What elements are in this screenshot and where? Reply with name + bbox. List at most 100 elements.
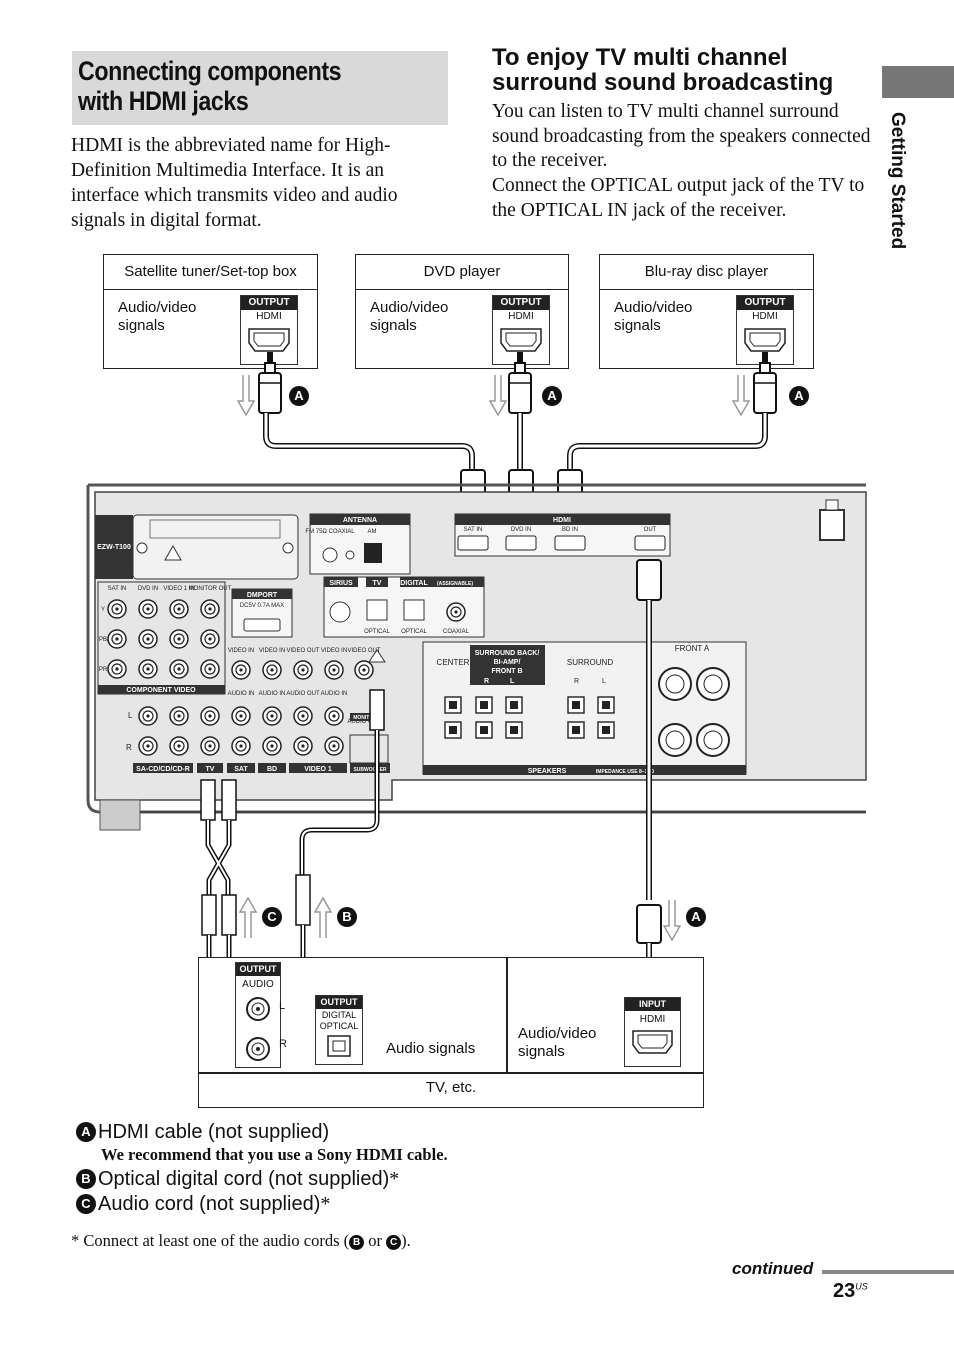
svg-text:L: L <box>510 678 515 685</box>
tv-surround-paragraph-2: Connect the OPTICAL output jack of the T… <box>492 175 865 221</box>
device-name: Blu-ray disc player <box>600 255 813 290</box>
cable-a-marker: A <box>289 386 309 406</box>
assignable-label: (ASSIGNABLE) <box>437 581 473 587</box>
group-video1-label: VIDEO 1 <box>304 766 332 773</box>
port-name: AUDIO <box>242 979 274 990</box>
fm-label: FM 75Ω COAXIAL <box>305 529 355 535</box>
tv-box-name: TV, etc. <box>425 1079 477 1096</box>
svg-text:AUDIO OUT: AUDIO OUT <box>347 719 381 725</box>
port-name: HDMI <box>752 311 778 322</box>
port-name: DIGITAL OPTICAL <box>319 1010 359 1031</box>
svg-text:SAT IN: SAT IN <box>464 527 483 533</box>
hdmi-output-port: OUTPUT HDMI <box>736 295 794 365</box>
port-label: OUTPUT <box>241 296 297 310</box>
svg-text:VIDEO OUT: VIDEO OUT <box>347 648 380 654</box>
arrow-down-icon <box>489 374 507 416</box>
port-label: OUTPUT <box>316 996 362 1009</box>
arrow-down-icon <box>237 374 255 416</box>
tv-box: TV, etc. OUTPUT AUDIO L R OUTPUT DIGITAL… <box>198 957 704 1108</box>
arrow-up-icon <box>314 897 332 939</box>
sirius-label: SIRIUS <box>329 580 353 587</box>
group-sacd-label: SA-CD/CD/CD-R <box>136 766 190 773</box>
svg-text:DVD IN: DVD IN <box>511 527 531 533</box>
hdmi-jack-icon <box>632 1030 673 1054</box>
tv-surround-heading: To enjoy TV multi channel surround sound… <box>492 44 834 96</box>
svg-text:R: R <box>574 678 579 685</box>
svg-text:AUDIO OUT: AUDIO OUT <box>286 691 320 697</box>
speakers-label: SPEAKERS <box>528 768 567 775</box>
svg-text:L: L <box>128 711 133 720</box>
svg-text:Y: Y <box>101 607 105 613</box>
component-video-jacks: SAT IN DVD IN VIDEO 1 IN MONITOR OUT Y P… <box>99 586 232 679</box>
hdmi-cable-tv <box>636 559 681 995</box>
optical-jack-icon <box>327 1035 351 1057</box>
svg-text:AUDIO IN: AUDIO IN <box>321 691 348 697</box>
device-signal: Audio/video signals <box>370 299 449 334</box>
svg-text:R: R <box>484 678 489 685</box>
tv-av-signals-label: Audio/video signals <box>518 1025 597 1060</box>
legend-a-icon: A <box>76 1122 96 1142</box>
svg-text:R: R <box>126 743 132 752</box>
asterisk: * <box>389 1168 400 1190</box>
continued-label: continued <box>732 1259 814 1278</box>
device-name: Satellite tuner/Set-top box <box>104 255 317 290</box>
impedance-label: IMPEDANCE USE 8–16Ω <box>596 769 654 775</box>
footnote-text: * Connect at least one of the audio cord… <box>71 1231 350 1250</box>
asterisk: * <box>320 1193 331 1215</box>
svg-text:VIDEO IN: VIDEO IN <box>228 648 254 654</box>
group-sat-label: SAT <box>234 766 248 773</box>
cable-a-marker: A <box>542 386 562 406</box>
svg-text:AUDIO IN: AUDIO IN <box>259 691 286 697</box>
receiver-rear-panel: EZW-T100 ANTENNA FM 75Ω COAXIAL AM HDMI … <box>86 483 867 831</box>
center-label: CENTER <box>437 658 470 667</box>
port-name: HDMI <box>256 311 282 322</box>
svg-text:AUDIO IN: AUDIO IN <box>228 691 255 697</box>
port-name: HDMI <box>508 311 534 322</box>
rca-jack-icon <box>246 997 270 1061</box>
svg-text:VIDEO IN: VIDEO IN <box>259 648 285 654</box>
group-tv-label: TV <box>206 766 215 773</box>
device-box-dvd: DVD player Audio/video signals OUTPUT HD… <box>355 254 569 369</box>
surround-back-label: SURROUND BACK/ <box>475 650 540 657</box>
device-box-bluray: Blu-ray disc player Audio/video signals … <box>599 254 814 369</box>
cable-a-marker: A <box>789 386 809 406</box>
footnote: * Connect at least one of the audio cord… <box>71 1231 411 1251</box>
footnote-b-icon: B <box>349 1235 365 1250</box>
tv-optical-label: OPTICAL <box>364 629 390 635</box>
svg-text:BD IN: BD IN <box>562 527 578 533</box>
model-label: EZW-T100 <box>97 544 131 551</box>
dmport-power-label: DC5V 0.7A MAX <box>240 603 284 609</box>
tv-hdmi-input-port: INPUT HDMI <box>624 997 681 1067</box>
port-label: OUTPUT <box>737 296 793 310</box>
footnote-text: or <box>364 1231 387 1250</box>
surround-label: SURROUND <box>567 658 613 667</box>
arrow-up-icon <box>239 897 257 939</box>
port-name: HDMI <box>639 1014 666 1025</box>
digital-label: DIGITAL <box>400 580 428 587</box>
legend-a-text: HDMI cable (not supplied) <box>98 1121 330 1143</box>
hdmi-cable-bluray <box>567 352 777 470</box>
continued-bar <box>822 1270 954 1274</box>
legend-c-icon: C <box>76 1194 96 1214</box>
tv-audio-output-port: OUTPUT AUDIO <box>235 962 281 1068</box>
tv-audio-signals-label: Audio signals <box>386 1040 476 1057</box>
page-number: 23US <box>833 1280 868 1303</box>
tv-label: TV <box>373 580 382 587</box>
front-a-label: FRONT A <box>675 644 710 653</box>
svg-text:OUT: OUT <box>644 527 657 533</box>
monitor-label: MONITOR <box>353 715 377 721</box>
svg-text:FRONT B: FRONT B <box>491 668 522 675</box>
front-a-terminals <box>658 667 730 757</box>
svg-text:VIDEO IN: VIDEO IN <box>321 648 347 654</box>
component-video-label: COMPONENT VIDEO <box>126 687 196 694</box>
cable-a-marker: A <box>686 907 706 927</box>
device-signal: Audio/video signals <box>614 299 693 334</box>
coaxial-label: COAXIAL <box>443 629 470 635</box>
hdmi-cable-satellite <box>237 352 475 470</box>
hdmi-jack-icon <box>500 328 542 352</box>
tv-audio-r-label: R <box>279 1038 287 1050</box>
digital-optical-label: OPTICAL <box>401 629 427 635</box>
legend-c-text: Audio cord (not supplied) <box>98 1193 321 1215</box>
subwoofer-label: SUBWOOFER <box>353 767 386 773</box>
